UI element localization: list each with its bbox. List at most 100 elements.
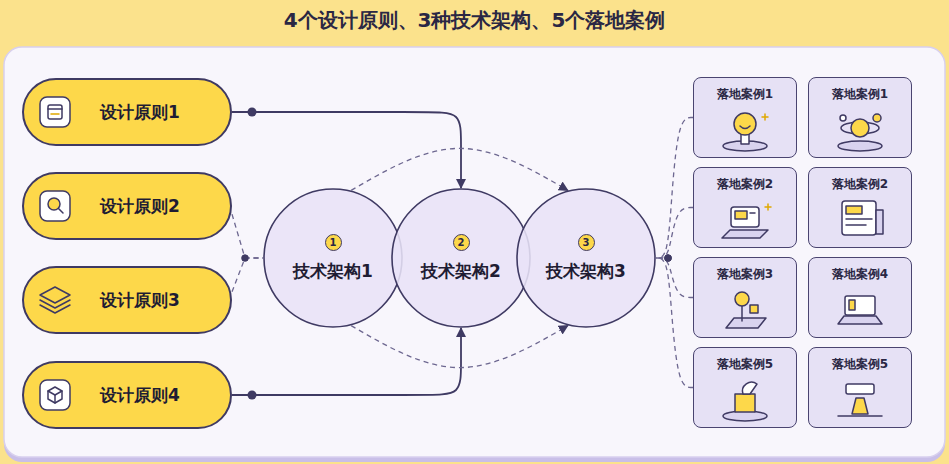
dashed-connector — [656, 258, 693, 298]
node-label: 设计原则4 — [100, 384, 180, 407]
pin-icon — [735, 292, 749, 306]
node-label: 落地案例2 — [717, 177, 773, 191]
diagram-title: 4个设计原则、3种技术架构、5个落地案例 — [0, 7, 949, 34]
dashed-connector — [351, 326, 568, 368]
alarm-icon — [852, 398, 868, 414]
icon-frame — [40, 191, 70, 221]
dashed-connector — [656, 208, 693, 259]
connector-group — [232, 328, 461, 400]
architecture-circle: 3 技术架构3 — [516, 188, 656, 328]
platform — [723, 411, 767, 421]
junction-dot — [248, 108, 257, 117]
architecture-circle: 2 技术架构2 — [391, 188, 531, 328]
layers-icon — [40, 305, 70, 313]
principle-pill: 设计原则1 — [22, 78, 232, 146]
dashed-connector — [656, 258, 693, 388]
case-card: 落地案例3 — [693, 257, 797, 338]
platform — [838, 141, 882, 151]
cube-icon — [48, 391, 62, 395]
node-label: 落地案例1 — [832, 87, 888, 101]
document-icon — [876, 210, 883, 234]
connector-group — [656, 255, 693, 388]
connector-group — [656, 255, 693, 298]
callout-number: 3 — [578, 234, 595, 251]
icon-frame — [40, 97, 70, 127]
circle-outline — [263, 188, 403, 328]
laptop-icon — [838, 316, 882, 324]
case-card: 落地案例1 — [808, 77, 912, 158]
box-icon — [735, 394, 755, 412]
main-panel — [4, 47, 945, 457]
dashed-connector — [232, 214, 263, 258]
connector-group — [656, 208, 693, 262]
junction-dot — [665, 255, 672, 262]
junction-dot — [665, 255, 672, 262]
junction-dot — [665, 255, 672, 262]
junction-dot — [665, 255, 672, 262]
connector-group — [232, 108, 461, 189]
magnifier-icon — [59, 209, 64, 214]
planet-icon — [851, 119, 869, 137]
principle-pill: 设计原则3 — [22, 266, 232, 334]
callout-number: 2 — [453, 234, 470, 251]
case-card: 落地案例5 — [693, 347, 797, 428]
smile-badge — [734, 113, 756, 135]
magnifier-icon — [48, 198, 60, 210]
connector-group — [232, 255, 263, 292]
arrow-connector — [232, 328, 461, 395]
node-label: 落地案例3 — [717, 267, 773, 281]
document-icon — [846, 218, 872, 220]
circle-shape — [264, 189, 402, 327]
calendar-icon — [51, 113, 59, 115]
node-label: 落地案例5 — [832, 357, 888, 371]
orbit — [841, 122, 879, 134]
junction-dot — [242, 255, 249, 262]
circle-shape — [392, 189, 530, 327]
connector-group — [656, 118, 693, 262]
pie-icon — [743, 382, 757, 394]
case-card: 落地案例2 — [808, 167, 912, 248]
junction-dot — [242, 255, 249, 262]
node-label: 设计原则2 — [100, 195, 180, 218]
dashed-connector — [351, 148, 568, 190]
calendar-icon — [48, 108, 62, 110]
callout-number: 1 — [325, 234, 342, 251]
case-card: 落地案例1 — [693, 77, 797, 158]
alarm-icon — [846, 384, 874, 394]
node-label: 落地案例2 — [832, 177, 888, 191]
layers-icon — [40, 287, 70, 303]
alarm-icon — [838, 415, 882, 417]
document-icon — [842, 201, 876, 235]
screen-icon — [731, 207, 759, 227]
layers-icon — [40, 300, 70, 308]
circle-shape — [517, 189, 655, 327]
node-label: 技术架构2 — [421, 260, 501, 283]
pin-icon — [750, 305, 758, 313]
document-icon — [846, 224, 866, 226]
planet-icon — [873, 114, 881, 122]
platform — [726, 318, 766, 328]
junction-dot — [248, 391, 257, 400]
circle-outline — [516, 188, 656, 328]
cube-icon — [54, 395, 56, 403]
arrow-connector — [232, 112, 461, 188]
architecture-circle: 1技术架构1 — [263, 188, 403, 328]
title-area: 4个设计原则、3种技术架构、5个落地案例 — [0, 7, 949, 34]
document-icon — [846, 206, 862, 214]
pin-icon — [741, 306, 743, 321]
node-label: 技术架构3 — [546, 260, 626, 283]
connector-group — [351, 326, 568, 368]
icon-frame — [40, 380, 70, 410]
node-label: 设计原则3 — [100, 289, 180, 312]
screen-icon — [750, 212, 755, 214]
principle-pill: 设计原则4 — [22, 361, 232, 429]
screen-icon — [735, 211, 747, 219]
connector-group — [351, 148, 568, 190]
laptop-icon — [849, 300, 855, 310]
sparkle — [762, 114, 768, 120]
sparkle — [765, 204, 771, 210]
case-card: 落地案例2 — [693, 167, 797, 248]
case-card: 落地案例4 — [808, 257, 912, 338]
